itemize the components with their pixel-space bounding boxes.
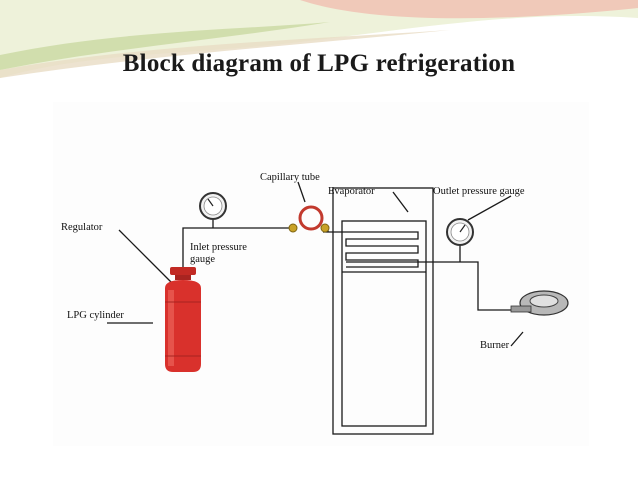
outlet-gauge-pressure-gauge-icon bbox=[446, 218, 474, 246]
burner-leader bbox=[510, 331, 524, 347]
outlet-pipe bbox=[346, 261, 513, 311]
evaporator-coil bbox=[323, 231, 419, 268]
regulator-leader bbox=[118, 229, 174, 285]
top-banner bbox=[0, 0, 638, 78]
banner-pink-swoosh bbox=[300, 0, 638, 19]
lpg-diagram: Capillary tube Evaporator Outlet pressur… bbox=[61, 172, 569, 435]
lpg-cylinder-icon bbox=[165, 267, 201, 372]
evaporator-label: Evaporator bbox=[328, 186, 375, 197]
slide-title: Block diagram of LPG refrigeration bbox=[122, 50, 516, 77]
burner-label: Burner bbox=[480, 340, 510, 351]
evaporator-inner-box bbox=[341, 220, 427, 427]
evaporator-outer-box bbox=[332, 187, 434, 435]
diagram-area: Capillary tube Evaporator Outlet pressur… bbox=[53, 102, 589, 446]
banner-green-swoosh bbox=[0, 22, 330, 70]
inlet-pressure-gauge-label-line2: gauge bbox=[190, 254, 215, 265]
inlet-pipe bbox=[182, 227, 293, 270]
evaporator-leader bbox=[392, 191, 409, 213]
capillary-leader bbox=[297, 181, 306, 203]
lpg-cylinder-label: LPG cylinder bbox=[67, 310, 124, 321]
outlet-gauge-leader bbox=[467, 195, 512, 221]
inlet-gauge-pressure-gauge-icon bbox=[199, 192, 227, 220]
regulator-label: Regulator bbox=[61, 222, 103, 233]
capillary-coil-icon bbox=[288, 205, 330, 233]
inlet-pressure-gauge-label-line1: Inlet pressure bbox=[190, 242, 247, 253]
burner-icon bbox=[510, 290, 569, 316]
outlet-pressure-gauge-label: Outlet pressure gauge bbox=[433, 186, 525, 197]
capillary-tube-label: Capillary tube bbox=[260, 172, 320, 183]
